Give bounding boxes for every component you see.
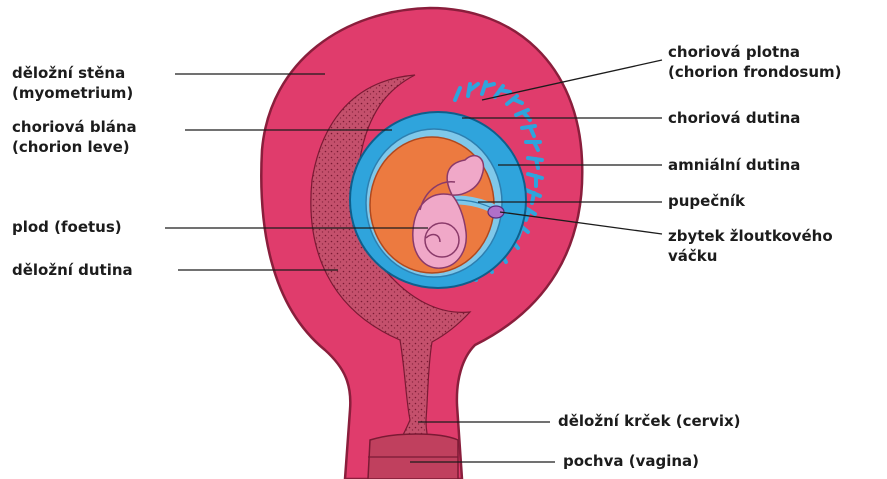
label-amniotic-cavity: amniální dutina xyxy=(668,155,800,175)
label-yolk-sac-line1: zbytek žloutkového xyxy=(668,226,833,246)
label-chorion-frondosum: choriová plotna (chorion frondosum) xyxy=(668,42,842,82)
label-vagina: pochva (vagina) xyxy=(563,451,699,471)
label-chorion-leve: choriová blána (chorion leve) xyxy=(12,117,137,157)
label-yolk-sac-line2: váčku xyxy=(668,246,833,266)
label-chorion-frondosum-line1: choriová plotna xyxy=(668,42,842,62)
label-myometrium: děložní stěna (myometrium) xyxy=(12,63,133,103)
label-uterine-cavity: děložní dutina xyxy=(12,260,133,280)
label-chorionic-cavity: choriová dutina xyxy=(668,108,800,128)
label-umbilical-cord: pupečník xyxy=(668,191,745,211)
label-chorion-leve-line1: choriová blána xyxy=(12,117,137,137)
label-chorion-leve-line2: (chorion leve) xyxy=(12,137,137,157)
label-myometrium-line1: děložní stěna xyxy=(12,63,133,83)
label-foetus: plod (foetus) xyxy=(12,217,122,237)
label-chorion-frondosum-line2: (chorion frondosum) xyxy=(668,62,842,82)
label-cervix: děložní krček (cervix) xyxy=(558,411,741,431)
label-yolk-sac: zbytek žloutkového váčku xyxy=(668,226,833,266)
label-myometrium-line2: (myometrium) xyxy=(12,83,133,103)
